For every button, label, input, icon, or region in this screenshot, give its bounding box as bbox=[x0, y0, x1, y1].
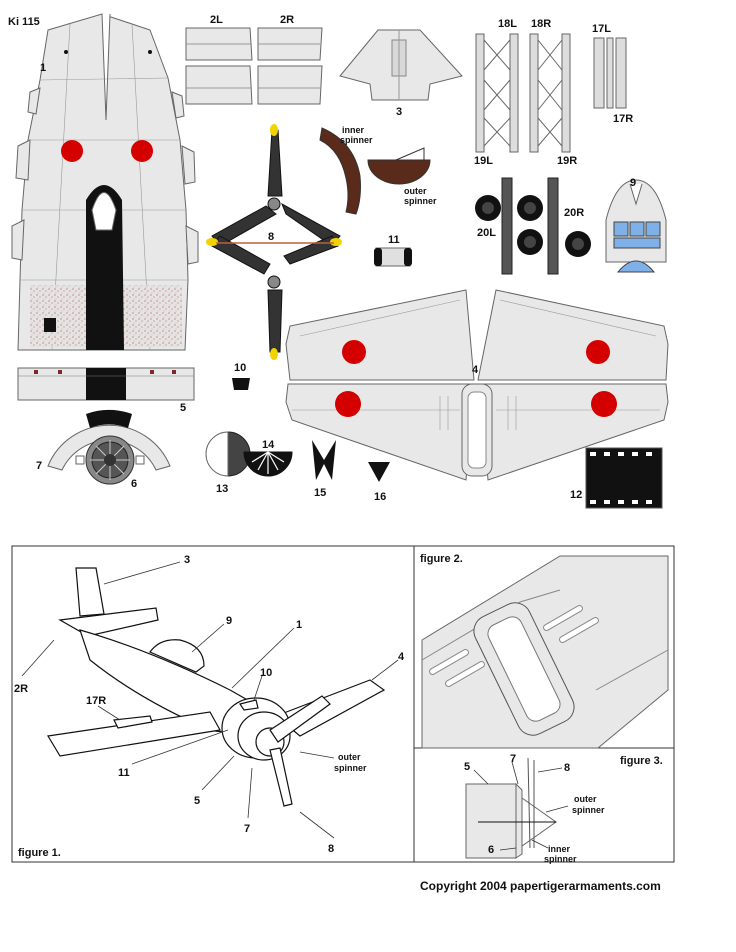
hinomaru-marking bbox=[335, 391, 361, 417]
part-1-label: 1 bbox=[40, 62, 46, 74]
hinomaru-marking bbox=[586, 340, 610, 364]
fig1-callout-11: 11 bbox=[118, 767, 130, 779]
part-4-label: 4 bbox=[472, 364, 479, 376]
fig1-outer-label-1: outer bbox=[338, 752, 361, 762]
part-18r-landing-strut bbox=[529, 33, 571, 153]
part-2l-tailplane bbox=[185, 27, 253, 105]
part-18l-label: 18L bbox=[498, 18, 517, 30]
figure-1-caption: figure 1. bbox=[18, 847, 61, 859]
inner-spinner-part bbox=[319, 127, 361, 215]
part-16-label: 16 bbox=[374, 491, 386, 503]
part-9-canopy bbox=[605, 179, 667, 273]
figure-2-wing-slot-detail bbox=[421, 555, 669, 749]
fig3-outer-label-1: outer bbox=[574, 794, 597, 804]
part-7-cowl-ring bbox=[47, 409, 171, 471]
part-5-strip bbox=[17, 367, 195, 401]
part-8-propeller bbox=[206, 124, 342, 360]
part-20l-wheel-set bbox=[475, 177, 543, 275]
fig1-outer-label-2: spinner bbox=[334, 763, 367, 773]
part-14-fan bbox=[243, 451, 293, 477]
hinomaru-marking bbox=[61, 140, 83, 162]
hinomaru-marking bbox=[342, 340, 366, 364]
part-6-label: 6 bbox=[131, 478, 137, 490]
figure-3-caption: figure 3. bbox=[620, 755, 663, 767]
part-10-small bbox=[232, 378, 250, 390]
part-10-label: 10 bbox=[234, 362, 246, 374]
part-6-engine-face bbox=[75, 435, 145, 485]
figure-3-nose-section bbox=[465, 757, 557, 859]
part-2r-tailplane bbox=[257, 27, 323, 105]
part-2l-label: 2L bbox=[210, 14, 223, 26]
part-13-label: 13 bbox=[216, 483, 228, 495]
fig3-inner-label-1: inner bbox=[548, 844, 571, 854]
part-16-triangle bbox=[368, 462, 390, 482]
part-17-gear-doors bbox=[593, 37, 627, 109]
part-1-fuselage bbox=[11, 13, 199, 351]
fig1-callout-4: 4 bbox=[398, 651, 405, 663]
part-5-label: 5 bbox=[180, 402, 186, 414]
copyright-notice: Copyright 2004 papertigerarmaments.com bbox=[420, 879, 661, 893]
figure-1-assembly-drawing bbox=[47, 567, 386, 807]
fig1-callout-3: 3 bbox=[184, 554, 190, 566]
part-17r-label: 17R bbox=[613, 113, 633, 125]
fig3-callout-5: 5 bbox=[464, 761, 470, 773]
instructions-frame bbox=[11, 545, 675, 863]
fig1-callout-2r: 2R bbox=[14, 683, 28, 695]
part-3-label: 3 bbox=[396, 106, 402, 118]
fig3-outer-label-2: spinner bbox=[572, 805, 605, 815]
part-20r-wheel-set bbox=[547, 177, 591, 275]
fig1-callout-17r: 17R bbox=[86, 695, 106, 707]
part-19r-label: 19R bbox=[557, 155, 577, 167]
part-3-tail-fin bbox=[339, 29, 463, 101]
part-18r-label: 18R bbox=[531, 18, 551, 30]
figure-1-callout-arrows bbox=[21, 561, 399, 839]
part-18l-landing-strut bbox=[475, 33, 519, 153]
fig1-callout-8: 8 bbox=[328, 843, 334, 855]
hinomaru-marking bbox=[131, 140, 153, 162]
part-11-label: 11 bbox=[388, 234, 400, 246]
part-17l-label: 17L bbox=[592, 23, 611, 35]
part-12-label: 12 bbox=[570, 489, 582, 501]
part-20r-label: 20R bbox=[564, 207, 584, 219]
fig3-callout-7: 7 bbox=[510, 753, 516, 765]
fig1-callout-9: 9 bbox=[226, 615, 232, 627]
part-7-label: 7 bbox=[36, 460, 42, 472]
part-9-label: 9 bbox=[630, 177, 636, 189]
fig1-callout-1: 1 bbox=[296, 619, 302, 631]
part-20l-label: 20L bbox=[477, 227, 496, 239]
fig1-callout-7: 7 bbox=[244, 823, 250, 835]
part-11-exhaust bbox=[374, 247, 412, 267]
part-12-plate bbox=[585, 447, 663, 509]
fig1-callout-10: 10 bbox=[260, 667, 272, 679]
fig3-inner-label-2: spinner bbox=[544, 854, 577, 864]
fig3-callout-6: 6 bbox=[488, 844, 494, 856]
part-13-disc bbox=[205, 431, 251, 477]
hinomaru-marking bbox=[591, 391, 617, 417]
inner-spinner-label-1: inner bbox=[342, 125, 365, 135]
part-4-wing bbox=[285, 289, 669, 481]
fig3-callout-8: 8 bbox=[564, 762, 570, 774]
figure-2-caption: figure 2. bbox=[420, 553, 463, 565]
part-19l-label: 19L bbox=[474, 155, 493, 167]
part-15-label: 15 bbox=[314, 487, 326, 499]
outer-spinner-label-1: outer bbox=[404, 186, 427, 196]
inner-spinner-label-2: spinner bbox=[340, 135, 373, 145]
outer-spinner-label-2: spinner bbox=[404, 196, 437, 206]
part-14-label: 14 bbox=[262, 439, 275, 451]
fig1-callout-5: 5 bbox=[194, 795, 200, 807]
sheet-title: Ki 115 bbox=[8, 16, 40, 28]
part-2r-label: 2R bbox=[280, 14, 294, 26]
outer-spinner-part bbox=[367, 147, 431, 185]
part-8-label: 8 bbox=[268, 231, 274, 243]
figure-3-callout-arrows bbox=[473, 761, 569, 851]
part-15-bowtie bbox=[312, 440, 336, 480]
